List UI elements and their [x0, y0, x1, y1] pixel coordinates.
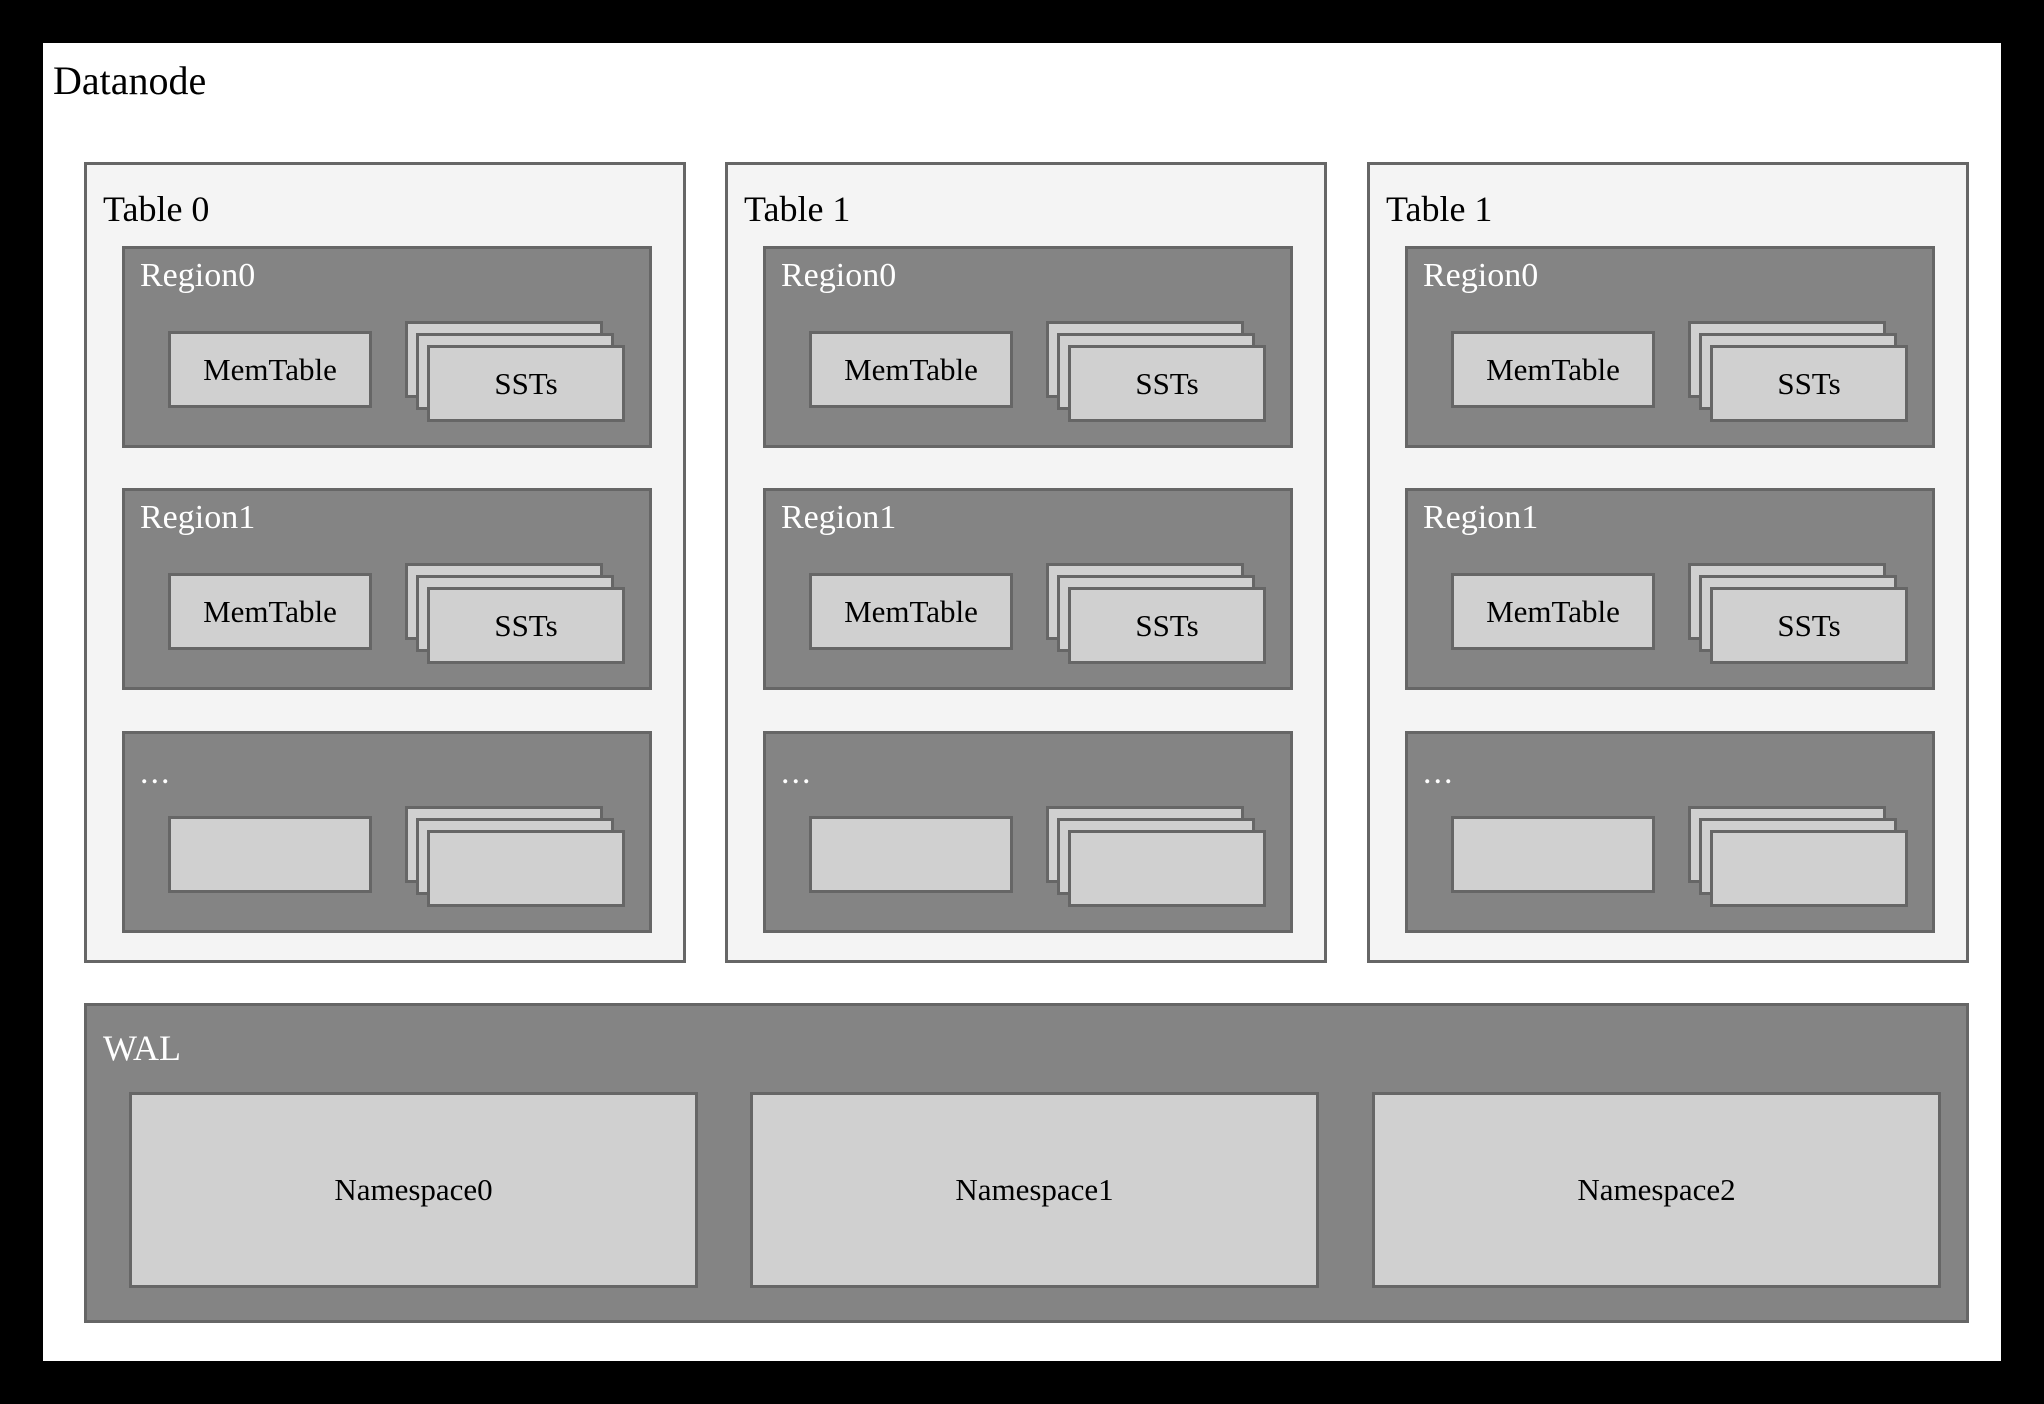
table-title-0: Table 0	[103, 189, 210, 229]
region-box-1-0[interactable]: Region0 MemTable SSTs	[763, 246, 1293, 448]
memtable-0-1[interactable]: MemTable	[168, 573, 372, 650]
datanode-title: Datanode	[53, 58, 207, 103]
sst-stack-1-0[interactable]: SSTs	[1046, 321, 1266, 423]
tables-row: Table 0 Region0 MemTable SSTs Region1 Me…	[84, 162, 1969, 963]
table-title-1: Table 1	[744, 189, 851, 229]
sst-sheet-front	[427, 830, 625, 907]
region-title-1-0: Region0	[781, 257, 897, 294]
region-box-1-2[interactable]: ...	[763, 731, 1293, 933]
memtable-2-1[interactable]: MemTable	[1451, 573, 1655, 650]
sst-sheet-front: SSTs	[1710, 345, 1908, 422]
region-title-2-2: ...	[1423, 754, 1455, 791]
memtable-2-2[interactable]	[1451, 816, 1655, 893]
sst-sheet-front	[1710, 830, 1908, 907]
sst-stack-2-2[interactable]	[1688, 806, 1908, 908]
memtable-1-0[interactable]: MemTable	[809, 331, 1013, 408]
sst-stack-0-2[interactable]	[405, 806, 625, 908]
memtable-1-1[interactable]: MemTable	[809, 573, 1013, 650]
table-title-2: Table 1	[1386, 189, 1493, 229]
namespace-box-0[interactable]: Namespace0	[129, 1092, 698, 1288]
table-panel-1[interactable]: Table 1 Region0 MemTable SSTs Region1 Me…	[725, 162, 1327, 963]
region-title-0-0: Region0	[140, 257, 256, 294]
region-title-1-2: ...	[781, 754, 813, 791]
sst-stack-0-1[interactable]: SSTs	[405, 563, 625, 665]
table-panel-2[interactable]: Table 1 Region0 MemTable SSTs Region1 Me…	[1367, 162, 1969, 963]
memtable-0-0[interactable]: MemTable	[168, 331, 372, 408]
memtable-0-2[interactable]	[168, 816, 372, 893]
region-box-0-1[interactable]: Region1 MemTable SSTs	[122, 488, 652, 690]
region-title-2-1: Region1	[1423, 499, 1539, 536]
namespace-box-1[interactable]: Namespace1	[750, 1092, 1319, 1288]
region-box-0-2[interactable]: ...	[122, 731, 652, 933]
region-box-2-1[interactable]: Region1 MemTable SSTs	[1405, 488, 1935, 690]
wal-panel[interactable]: WAL Namespace0 Namespace1 Namespace2	[84, 1003, 1969, 1323]
region-box-1-1[interactable]: Region1 MemTable SSTs	[763, 488, 1293, 690]
region-box-2-2[interactable]: ...	[1405, 731, 1935, 933]
sst-sheet-front: SSTs	[427, 587, 625, 664]
sst-sheet-front: SSTs	[1068, 345, 1266, 422]
region-box-2-0[interactable]: Region0 MemTable SSTs	[1405, 246, 1935, 448]
sst-stack-1-2[interactable]	[1046, 806, 1266, 908]
memtable-2-0[interactable]: MemTable	[1451, 331, 1655, 408]
namespace-box-2[interactable]: Namespace2	[1372, 1092, 1941, 1288]
datanode-container: Datanode Table 0 Region0 MemTable SSTs R…	[43, 43, 2001, 1361]
table-panel-0[interactable]: Table 0 Region0 MemTable SSTs Region1 Me…	[84, 162, 686, 963]
region-title-1-1: Region1	[781, 499, 897, 536]
region-title-0-2: ...	[140, 754, 172, 791]
sst-sheet-front: SSTs	[427, 345, 625, 422]
sst-sheet-front: SSTs	[1068, 587, 1266, 664]
sst-stack-2-1[interactable]: SSTs	[1688, 563, 1908, 665]
sst-stack-0-0[interactable]: SSTs	[405, 321, 625, 423]
memtable-1-2[interactable]	[809, 816, 1013, 893]
region-title-2-0: Region0	[1423, 257, 1539, 294]
sst-sheet-front	[1068, 830, 1266, 907]
sst-stack-1-1[interactable]: SSTs	[1046, 563, 1266, 665]
region-box-0-0[interactable]: Region0 MemTable SSTs	[122, 246, 652, 448]
wal-title: WAL	[103, 1028, 181, 1068]
sst-stack-2-0[interactable]: SSTs	[1688, 321, 1908, 423]
sst-sheet-front: SSTs	[1710, 587, 1908, 664]
region-title-0-1: Region1	[140, 499, 256, 536]
